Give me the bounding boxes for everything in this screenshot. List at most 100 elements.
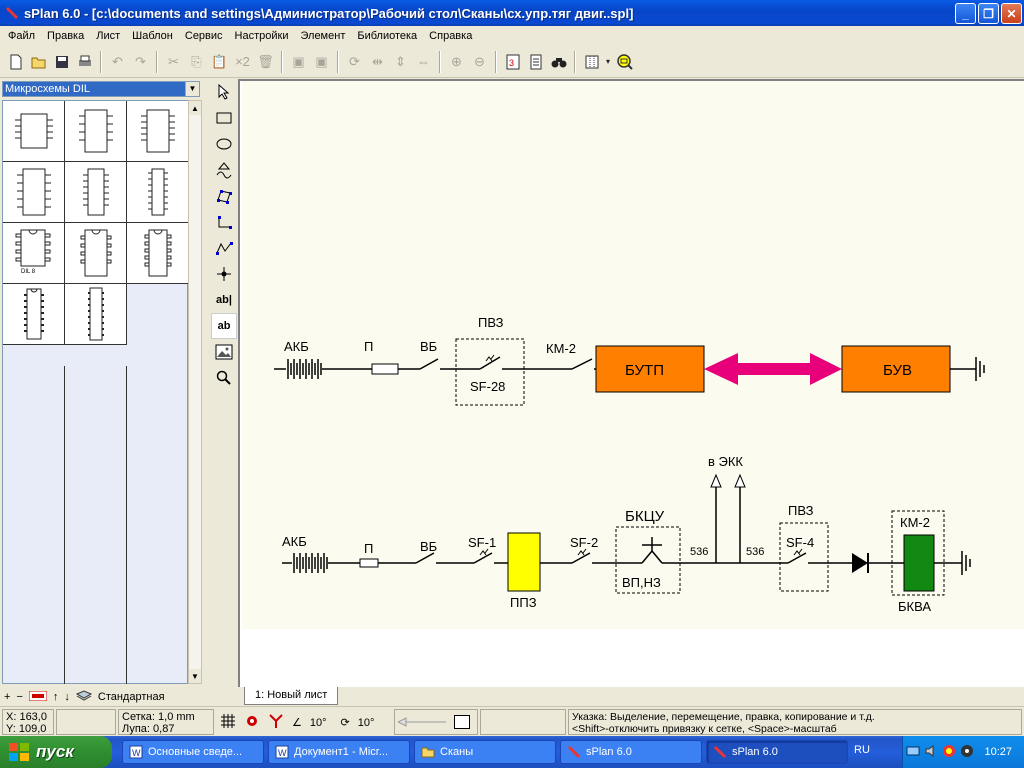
library-item[interactable] [3, 162, 65, 223]
library-edit-icon[interactable] [28, 690, 48, 704]
remove-icon[interactable]: − [16, 691, 23, 703]
menu-service[interactable]: Сервис [184, 29, 223, 42]
angle-snap-icon[interactable]: ∠ [292, 717, 302, 729]
rectangle-tool-icon[interactable] [211, 105, 237, 131]
paste-icon[interactable]: 📋 [211, 53, 228, 69]
duplicate-icon[interactable]: ×2 [235, 54, 250, 69]
rotation-icon[interactable]: ⟳ [340, 717, 350, 729]
library-item[interactable] [65, 162, 127, 223]
tab-sheet-1[interactable]: 1: Новый лист [244, 687, 339, 705]
parts-list-icon[interactable] [524, 50, 547, 73]
taskbar-item-splan-1[interactable]: sPlan 6.0 [560, 740, 702, 764]
library-item[interactable] [65, 101, 127, 162]
mirror-v-icon[interactable]: ⇕ [395, 53, 406, 69]
send-back-icon[interactable]: ▣ [315, 53, 328, 69]
snap-magnet-icon[interactable] [244, 713, 260, 732]
save-icon[interactable] [50, 50, 73, 73]
book-icon[interactable] [75, 689, 92, 705]
ungroup-icon[interactable]: ⊖ [474, 53, 485, 69]
magnifier-tool-icon[interactable] [211, 365, 237, 391]
row2-sf4-switch [787, 552, 807, 564]
grid-dropdown-icon[interactable]: ▾ [605, 57, 610, 66]
group-icon[interactable]: ⊕ [451, 53, 462, 69]
taskbar-item-splan-2[interactable]: sPlan 6.0 [706, 740, 848, 764]
row1-battery [274, 359, 322, 379]
tray-media-icon[interactable] [960, 744, 974, 761]
arrow-down-icon[interactable]: ↓ [64, 691, 70, 703]
library-item[interactable]: DIL 8 [3, 223, 65, 284]
library-category-select[interactable]: Микросхемы DIL ▼ [2, 81, 200, 97]
tray-volume-icon[interactable] [924, 744, 938, 761]
ellipse-tool-icon[interactable] [211, 131, 237, 157]
rotate-icon[interactable]: ⟳ [349, 53, 360, 69]
tray-network-icon[interactable] [906, 744, 920, 761]
menu-settings[interactable]: Настройки [234, 29, 289, 42]
align-icon[interactable]: ⇔ [417, 54, 430, 69]
scroll-down-icon[interactable]: ▼ [189, 669, 201, 683]
connection-snap-icon[interactable] [268, 713, 284, 732]
menu-file[interactable]: Файл [8, 29, 36, 42]
minimize-button[interactable]: _ [955, 3, 976, 24]
close-button[interactable]: ✕ [1001, 3, 1022, 24]
menu-library[interactable]: Библиотека [357, 29, 418, 42]
library-item[interactable] [127, 223, 189, 284]
junction-tool-icon[interactable] [211, 261, 237, 287]
add-icon[interactable]: + [4, 691, 11, 703]
delete-icon[interactable]: 🗑 [257, 53, 274, 69]
library-item[interactable] [3, 284, 65, 345]
taskbar-item-folder[interactable]: Сканы [414, 740, 556, 764]
menu-edit[interactable]: Правка [47, 29, 85, 42]
row2-vb-switch [415, 552, 435, 564]
library-item[interactable] [65, 284, 127, 345]
library-item[interactable] [127, 101, 189, 162]
line-tool-icon[interactable] [211, 209, 237, 235]
menu-template[interactable]: Шаблон [132, 29, 173, 42]
taskbar-item-word-1[interactable]: W Основные сведе... [122, 740, 264, 764]
library-item[interactable] [3, 101, 65, 162]
textbox-tool[interactable]: ab [211, 313, 237, 339]
image-tool-icon[interactable] [211, 339, 237, 365]
chevron-down-icon[interactable]: ▼ [185, 82, 199, 96]
freehand-tool-icon[interactable] [211, 157, 237, 183]
row2-sf1-label: SF-1 [468, 535, 496, 550]
fill-color-swatch[interactable] [454, 715, 470, 729]
toolbar-separator [100, 50, 102, 73]
menu-sheet[interactable]: Лист [96, 29, 121, 42]
library-scrollbar[interactable]: ▲ ▼ [188, 100, 202, 684]
library-item[interactable] [65, 223, 127, 284]
row1-vb-switch [419, 358, 439, 370]
mirror-h-icon[interactable]: ⇹ [372, 53, 383, 69]
clock[interactable]: 10:27 [984, 746, 1012, 758]
copy-icon[interactable]: ⎘ [191, 53, 202, 69]
ic-symbol-icon [140, 109, 175, 153]
tray-app-icon[interactable] [942, 744, 956, 761]
binoculars-icon[interactable] [547, 50, 570, 73]
polygon-tool-icon[interactable] [211, 183, 237, 209]
cut-icon[interactable]: ✂ [168, 53, 179, 69]
restore-button[interactable]: ❐ [978, 3, 999, 24]
bezier-tool-icon[interactable] [211, 235, 237, 261]
print-icon[interactable] [73, 50, 96, 73]
drawing-sheet[interactable]: АКБ П ВБ ПВЗ SF-28 КМ-2 БУТП БУВ [242, 81, 1024, 629]
drawing-canvas[interactable]: АКБ П ВБ ПВЗ SF-28 КМ-2 БУТП БУВ [238, 79, 1024, 687]
numbering-icon[interactable]: 3 [501, 50, 524, 73]
menu-help[interactable]: Справка [429, 29, 473, 42]
scroll-up-icon[interactable]: ▲ [189, 101, 201, 115]
bring-front-icon[interactable]: ▣ [292, 53, 305, 69]
text-tool[interactable]: ab| [216, 294, 232, 306]
library-item[interactable] [127, 162, 189, 223]
line-style-cell[interactable] [394, 709, 478, 735]
grid-snap-icon[interactable] [220, 713, 236, 732]
taskbar-item-word-2[interactable]: W Документ1 - Micr... [268, 740, 410, 764]
new-file-icon[interactable] [4, 50, 27, 73]
redo-icon[interactable]: ↷ [135, 53, 146, 69]
pointer-tool-icon[interactable] [211, 79, 237, 105]
zoom-icon[interactable] [613, 50, 636, 73]
start-button[interactable]: пуск [0, 736, 112, 768]
menu-element[interactable]: Элемент [300, 29, 346, 42]
language-indicator[interactable]: RU [854, 744, 870, 756]
open-folder-icon[interactable] [27, 50, 50, 73]
arrow-up-icon[interactable]: ↑ [52, 691, 59, 703]
undo-icon[interactable]: ↶ [112, 53, 123, 69]
grid-icon[interactable] [580, 50, 603, 73]
